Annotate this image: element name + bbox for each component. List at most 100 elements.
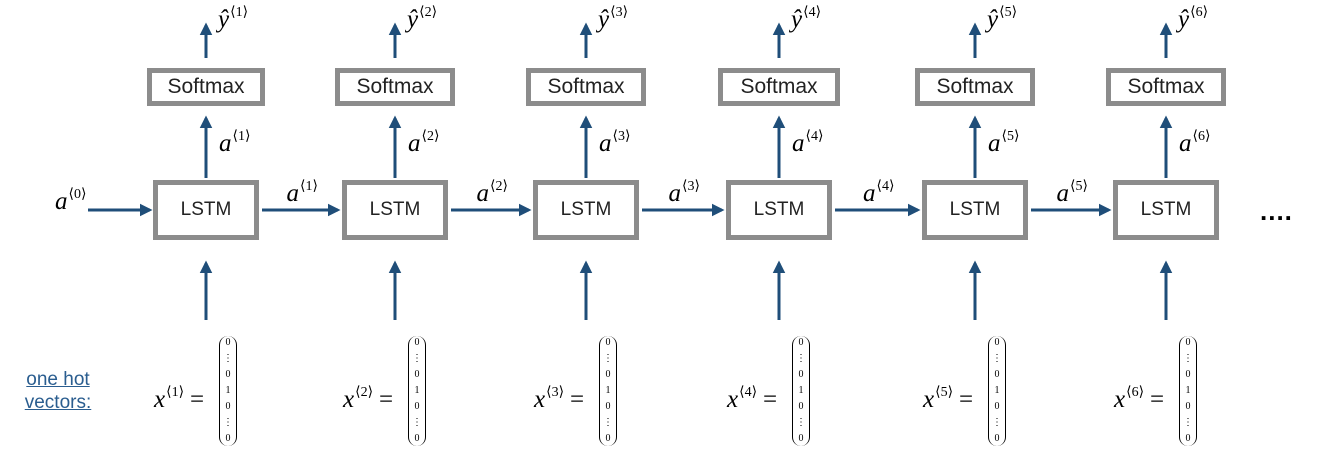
lstm-box-4: LSTM: [726, 180, 832, 240]
lstm-box-6: LSTM: [1113, 180, 1219, 240]
y-hat-index: ⟨1⟩: [230, 5, 249, 20]
vector-entry: ⋮: [1183, 417, 1193, 428]
vector-entry: 0: [994, 401, 1000, 412]
vector-entry: 1: [994, 385, 1000, 396]
one-hot-vector-2: 0 ⋮ 0 1 0 ⋮ 0: [408, 336, 426, 446]
one-hot-vector-1: 0 ⋮ 0 1 0 ⋮ 0: [219, 336, 237, 446]
vector-entry: 0: [414, 369, 420, 380]
vector-entry: ⋮: [603, 353, 613, 364]
vector-entry: 1: [798, 385, 804, 396]
x-input-equation-1: x⟨1⟩=: [154, 385, 205, 413]
softmax-box-3: Softmax: [526, 68, 646, 106]
y-hat-label-2: ŷ⟨2⟩: [407, 5, 438, 33]
x-input-equation-6: x⟨6⟩=: [1114, 385, 1165, 413]
softmax-box-2: Softmax: [335, 68, 455, 106]
activation-up-label-6: a⟨6⟩: [1179, 129, 1211, 157]
vector-entry: ⋮: [992, 353, 1002, 364]
continuation-ellipsis: ....: [1260, 196, 1293, 226]
activation-up-label-3: a⟨3⟩: [599, 129, 631, 157]
lstm-box-2: LSTM: [342, 180, 448, 240]
vector-entry: 1: [225, 385, 231, 396]
y-hat-index: ⟨3⟩: [610, 5, 629, 20]
vector-entry: ⋮: [223, 353, 233, 364]
vector-entry: 0: [1185, 369, 1191, 380]
vector-entry: 0: [1185, 433, 1191, 444]
y-hat-label-1: ŷ⟨1⟩: [218, 5, 249, 33]
vector-entry: 0: [994, 369, 1000, 380]
vector-entry: 1: [1185, 385, 1191, 396]
x-input-equation-3: x⟨3⟩=: [534, 385, 585, 413]
lstm-box-5: LSTM: [922, 180, 1028, 240]
activation-up-label-5: a⟨5⟩: [988, 129, 1020, 157]
vector-entry: 0: [414, 433, 420, 444]
vector-entry: 1: [414, 385, 420, 396]
y-hat-label-4: ŷ⟨4⟩: [791, 5, 822, 33]
vector-entry: ⋮: [412, 353, 422, 364]
one-hot-vector-6: 0 ⋮ 0 1 0 ⋮ 0: [1179, 336, 1197, 446]
vector-entry: 0: [225, 401, 231, 412]
vector-entry: 0: [798, 369, 804, 380]
vector-entry: ⋮: [1183, 353, 1193, 364]
y-hat-label-3: ŷ⟨3⟩: [598, 5, 629, 33]
activation-horizontal-label-4: a⟨4⟩: [863, 179, 895, 207]
vector-entry: ⋮: [412, 417, 422, 428]
activation-horizontal-label-1: a⟨1⟩: [286, 179, 318, 207]
y-hat-index: ⟨5⟩: [999, 5, 1018, 20]
y-hat-label-5: ŷ⟨5⟩: [987, 5, 1018, 33]
softmax-box-6: Softmax: [1106, 68, 1226, 106]
y-hat-symbol: ŷ: [1178, 6, 1190, 33]
vector-entry: 0: [798, 337, 804, 348]
y-hat-index: ⟨4⟩: [803, 5, 822, 20]
vector-entry: 0: [225, 433, 231, 444]
softmax-box-4: Softmax: [718, 68, 840, 106]
vector-entry: 0: [605, 337, 611, 348]
activation-up-label-1: a⟨1⟩: [219, 129, 251, 157]
one-hot-vector-4: 0 ⋮ 0 1 0 ⋮ 0: [792, 336, 810, 446]
vector-entry: 0: [994, 433, 1000, 444]
one-hot-vectors-note: one hot vectors:: [24, 369, 92, 413]
lstm-box-3: LSTM: [533, 180, 639, 240]
activation-horizontal-label-3: a⟨3⟩: [668, 179, 700, 207]
activation-horizontal-label-2: a⟨2⟩: [476, 179, 508, 207]
vector-entry: 1: [605, 385, 611, 396]
vector-entry: ⋮: [796, 417, 806, 428]
x-input-equation-4: x⟨4⟩=: [727, 385, 778, 413]
vector-entry: 0: [414, 401, 420, 412]
vector-entry: 0: [798, 433, 804, 444]
vector-entry: ⋮: [603, 417, 613, 428]
vector-entry: 0: [414, 337, 420, 348]
vector-entry: 0: [605, 401, 611, 412]
y-hat-index: ⟨6⟩: [1190, 5, 1209, 20]
vector-entry: 0: [1185, 401, 1191, 412]
activation-up-label-2: a⟨2⟩: [408, 129, 440, 157]
vector-entry: 0: [225, 337, 231, 348]
vector-entry: ⋮: [992, 417, 1002, 428]
x-input-equation-2: x⟨2⟩=: [343, 385, 394, 413]
y-hat-symbol: ŷ: [791, 6, 803, 33]
vector-entry: 0: [994, 337, 1000, 348]
vector-entry: ⋮: [796, 353, 806, 364]
y-hat-symbol: ŷ: [987, 6, 999, 33]
vector-entry: 0: [605, 433, 611, 444]
x-input-equation-5: x⟨5⟩=: [923, 385, 974, 413]
y-hat-symbol: ŷ: [218, 6, 230, 33]
vector-entry: 0: [605, 369, 611, 380]
vector-entry: 0: [798, 401, 804, 412]
one-hot-vector-5: 0 ⋮ 0 1 0 ⋮ 0: [988, 336, 1006, 446]
initial-activation-label: a⟨0⟩: [55, 187, 87, 215]
one-hot-vector-3: 0 ⋮ 0 1 0 ⋮ 0: [599, 336, 617, 446]
lstm-box-1: LSTM: [153, 180, 259, 240]
vector-entry: 0: [1185, 337, 1191, 348]
activation-horizontal-label-5: a⟨5⟩: [1056, 179, 1088, 207]
softmax-box-5: Softmax: [915, 68, 1035, 106]
y-hat-symbol: ŷ: [598, 6, 610, 33]
activation-up-label-4: a⟨4⟩: [792, 129, 824, 157]
softmax-box-1: Softmax: [147, 68, 265, 106]
vector-entry: ⋮: [223, 417, 233, 428]
vector-entry: 0: [225, 369, 231, 380]
y-hat-symbol: ŷ: [407, 6, 419, 33]
y-hat-label-6: ŷ⟨6⟩: [1178, 5, 1209, 33]
y-hat-index: ⟨2⟩: [419, 5, 438, 20]
